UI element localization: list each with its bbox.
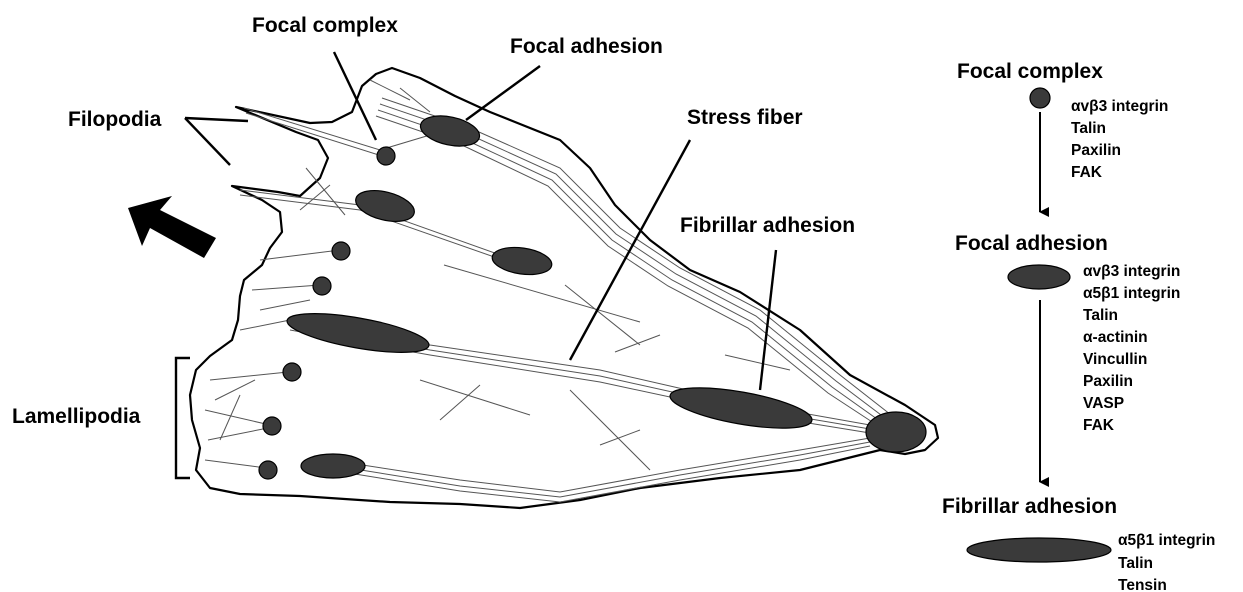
focal-complex-1 xyxy=(377,147,395,165)
stage-title-focal-complex: Focal complex xyxy=(957,60,1103,83)
component: Talin xyxy=(1118,555,1153,572)
focal-complex-3 xyxy=(313,277,331,295)
component: α-actinin xyxy=(1083,329,1148,346)
component: VASP xyxy=(1083,395,1124,412)
component: Talin xyxy=(1071,120,1106,137)
component: Paxilin xyxy=(1083,373,1133,390)
component: αvβ3 integrin xyxy=(1083,263,1180,280)
component: Talin xyxy=(1083,307,1118,324)
arrow-up-left-icon xyxy=(128,196,216,258)
cell-outline xyxy=(190,68,938,508)
component: α5β1 integrin xyxy=(1118,532,1215,549)
component: FAK xyxy=(1071,164,1103,181)
rear-adhesion xyxy=(866,412,926,452)
fibrillar-adhesion-symbol xyxy=(967,538,1111,562)
fibrillar-adhesion-label: Fibrillar adhesion xyxy=(680,214,855,237)
focal-complex-4 xyxy=(283,363,301,381)
filopodia-label: Filopodia xyxy=(68,108,162,131)
focal-complex-symbol xyxy=(1030,88,1050,108)
focal-adhesion-label: Focal adhesion xyxy=(510,35,663,58)
component: FAK xyxy=(1083,417,1115,434)
stage-title-fibrillar-adhesion: Fibrillar adhesion xyxy=(942,495,1117,518)
component: Vincullin xyxy=(1083,351,1147,368)
focal-complex-5 xyxy=(263,417,281,435)
maturation-legend: Focal complex αvβ3 integrin Talin Paxili… xyxy=(942,60,1215,592)
component: Paxilin xyxy=(1071,142,1121,159)
focal-complex-label: Focal complex xyxy=(252,14,398,37)
lamellipodia-label: Lamellipodia xyxy=(12,405,141,428)
focal-complex-2 xyxy=(332,242,350,260)
stress-fiber-label: Stress fiber xyxy=(687,106,803,129)
focal-adhesion-5 xyxy=(301,454,365,478)
focal-adhesion-symbol xyxy=(1008,265,1070,289)
component: αvβ3 integrin xyxy=(1071,98,1168,115)
component: α5β1 integrin xyxy=(1083,285,1180,302)
focal-complex-6 xyxy=(259,461,277,479)
component: Tensin xyxy=(1118,577,1167,592)
stage-title-focal-adhesion: Focal adhesion xyxy=(955,232,1108,255)
